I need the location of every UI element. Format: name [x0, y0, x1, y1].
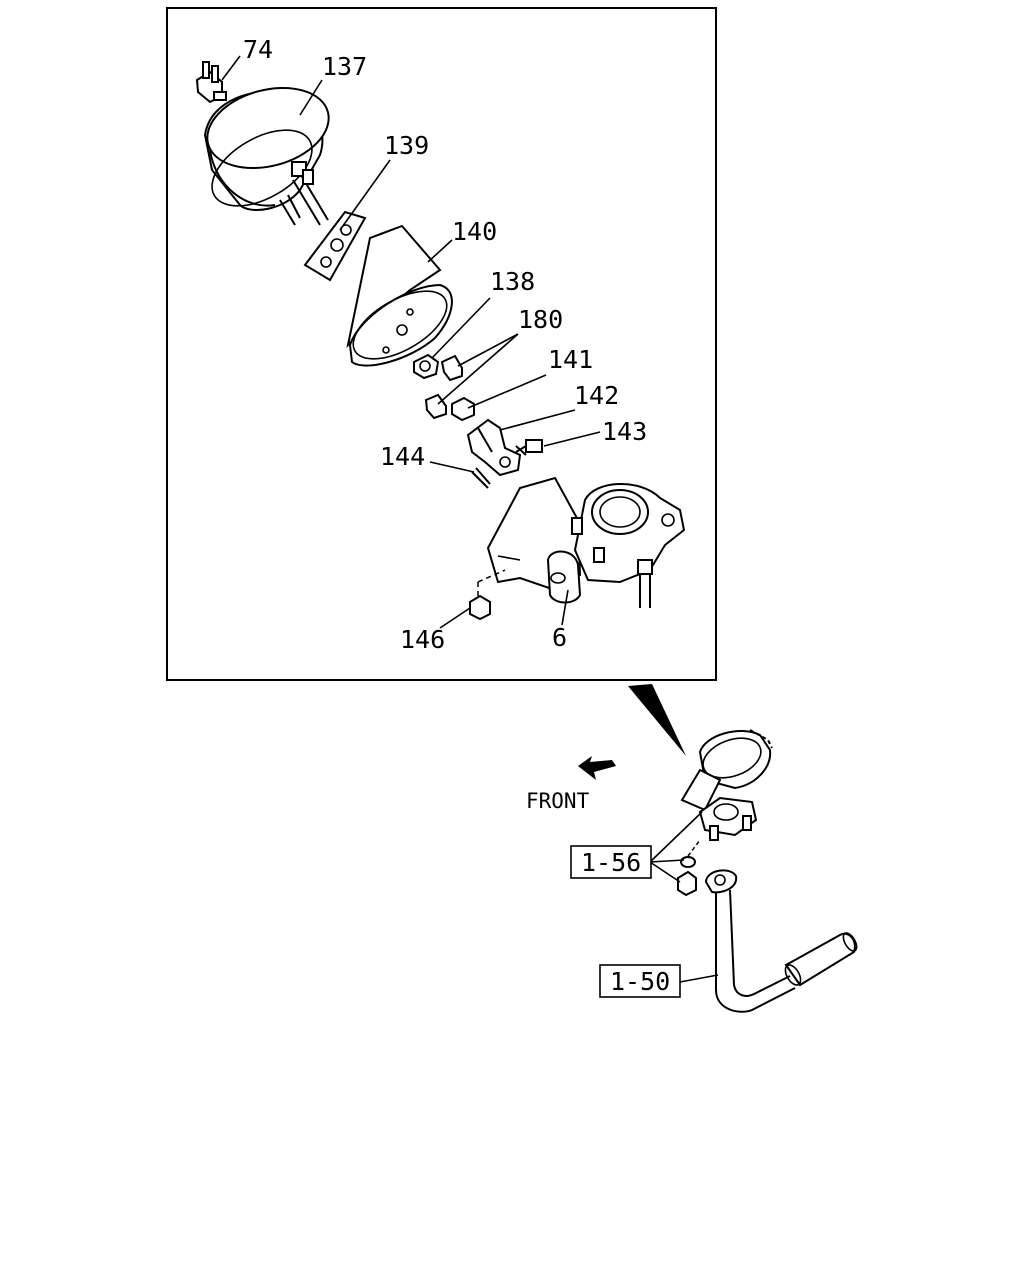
detail-frame	[166, 7, 717, 681]
callout-138: 138	[490, 267, 535, 296]
part-180-bushing-lower	[424, 393, 447, 420]
reference-1-50-label: 1-50	[610, 967, 670, 996]
callout-143: 143	[602, 417, 647, 446]
part-143-bolt	[515, 439, 543, 456]
part-6-throttle-body	[486, 476, 686, 608]
callout-146: 146	[400, 625, 445, 654]
part-141-nut	[451, 396, 475, 422]
front-arrow-icon	[578, 756, 616, 780]
overview-assembly	[677, 729, 858, 1013]
part-140-bracket	[346, 224, 453, 367]
part-146-nut	[469, 594, 491, 621]
part-144-pin	[471, 467, 491, 489]
reference-box-1-56: 1-56	[570, 845, 652, 879]
assembly-dashed-lines	[477, 569, 506, 596]
callout-74: 74	[243, 35, 273, 64]
callout-6: 6	[552, 623, 567, 652]
callout-140: 140	[452, 217, 497, 246]
callout-137: 137	[322, 52, 367, 81]
callout-139: 139	[384, 131, 429, 160]
callout-142: 142	[574, 381, 619, 410]
front-label: FRONT	[526, 789, 590, 813]
part-142-lever	[466, 418, 522, 477]
leader-lines	[221, 55, 601, 629]
callout-180: 180	[518, 305, 563, 334]
reference-leader-lines	[649, 811, 719, 983]
part-74-fitting	[195, 61, 227, 104]
reference-box-1-50: 1-50	[599, 964, 681, 998]
detail-pointer-wedge	[628, 684, 686, 756]
reference-1-56-label: 1-56	[581, 848, 641, 877]
part-137-canister	[203, 86, 330, 226]
callout-141: 141	[548, 345, 593, 374]
callout-144: 144	[380, 442, 425, 471]
part-139-gasket	[303, 210, 367, 282]
part-180-bushing-upper	[440, 354, 463, 382]
part-138-nut	[413, 353, 440, 380]
